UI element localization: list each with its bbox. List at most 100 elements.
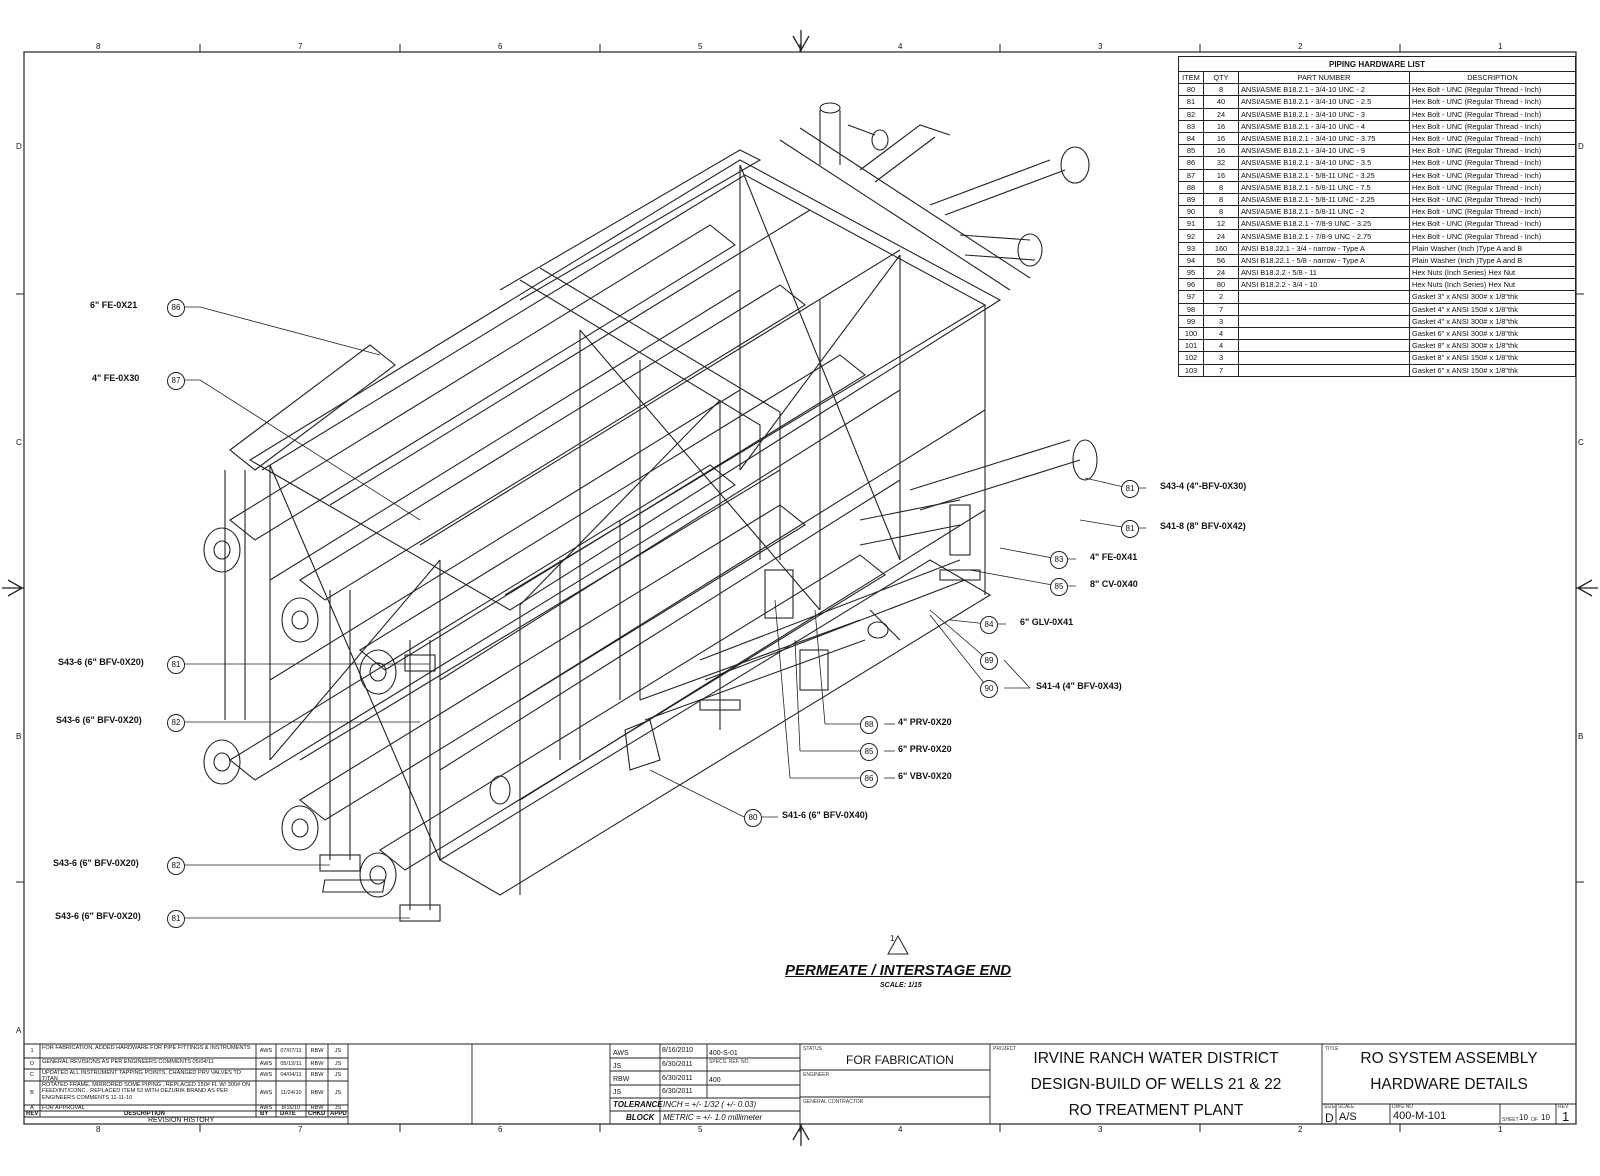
- rev-value: 1: [1562, 1109, 1570, 1124]
- zone-col-3: 3: [1098, 42, 1103, 51]
- qty-cell: 3: [1203, 351, 1239, 365]
- callout-label: S43-6 (6" BFV-0X20): [55, 911, 141, 921]
- part-number-cell: ANSI/ASME B18.2.1 - 5/8-11 UNC - 7.5: [1238, 180, 1410, 194]
- zone-col-2-bottom: 2: [1298, 1125, 1303, 1134]
- zone-col-2: 2: [1298, 42, 1303, 51]
- approved2-by: JS: [613, 1089, 622, 1096]
- tolerance-label: TOLERANCE: [613, 1100, 663, 1109]
- rev-header-date: DATE: [280, 1111, 296, 1117]
- part-number-cell: ANSI/ASME B18.2.1 - 5/8-11 UNC - 2: [1238, 205, 1410, 219]
- rev-appd: JS: [334, 1072, 342, 1078]
- rev-letter: C: [29, 1072, 35, 1078]
- tolerance-metric: METRIC = +/- 1.0 millimeter: [663, 1113, 763, 1122]
- item-cell: 90: [1178, 205, 1204, 219]
- zone-row-a: A: [16, 1026, 22, 1035]
- part-number-cell: ANSI/ASME B18.2.1 - 5/8-11 UNC - 2.25: [1238, 192, 1410, 207]
- rev-chkd: RBW: [310, 1061, 324, 1067]
- qty-cell: 8: [1203, 205, 1239, 219]
- rev-appd: JS: [334, 1105, 342, 1111]
- project-label: PROJECT: [993, 1046, 1017, 1052]
- rev-by: AWS: [259, 1048, 273, 1054]
- item-cell: 100: [1178, 326, 1204, 341]
- rev-date: 05/12/11: [280, 1061, 302, 1067]
- rev-appd: JS: [334, 1061, 342, 1067]
- revision-triangle-number: 1: [890, 934, 895, 943]
- qty-cell: 80: [1203, 278, 1239, 292]
- block-label: BLOCK: [626, 1113, 655, 1122]
- item-cell: 95: [1178, 265, 1204, 280]
- drawing-no-small: 400-S-01: [709, 1050, 738, 1057]
- zone-row-c: C: [16, 438, 22, 447]
- callout-label: 4" FE-0X30: [92, 373, 140, 383]
- callout-balloon: 81: [1121, 480, 1139, 498]
- description-cell: Hex Bolt - UNC (Regular Thread - Inch): [1409, 217, 1576, 231]
- qty-cell: 16: [1203, 168, 1239, 182]
- qty-cell: 16: [1203, 144, 1239, 158]
- part-number-cell: ANSI/ASME B18.2.1 - 3/4-10 UNC - 4: [1238, 119, 1410, 133]
- zone-row-d: D: [16, 142, 22, 151]
- callout-label: 6" GLV-0X41: [1020, 617, 1074, 627]
- description-cell: Hex Bolt - UNC (Regular Thread - Inch): [1409, 144, 1576, 158]
- qty-cell: 2: [1203, 290, 1239, 304]
- of-label: OF: [1531, 1117, 1538, 1123]
- item-cell: 80: [1178, 83, 1204, 97]
- description-cell: Gasket 4" x ANSI 300# x 1/8"thk: [1409, 314, 1576, 328]
- callout-label: S43-6 (6" BFV-0X20): [56, 715, 142, 725]
- item-cell: 96: [1178, 278, 1204, 292]
- title-label: TITLE: [1325, 1046, 1339, 1052]
- description-cell: Gasket 8" x ANSI 150# x 1/8"thk: [1409, 351, 1576, 365]
- drawn-date: 8/16/2010: [662, 1047, 694, 1054]
- qty-cell: 40: [1203, 95, 1239, 109]
- zone-col-7: 7: [298, 42, 303, 51]
- item-cell: 101: [1178, 339, 1204, 353]
- rev-letter: A: [30, 1105, 34, 1111]
- description-cell: Gasket 3" x ANSI 300# x 1/8"thk: [1409, 290, 1576, 304]
- rev-description: FOR APPROVAL: [42, 1105, 85, 1111]
- part-number-cell: ANSI B18.2.2 - 3/4 - 10: [1238, 278, 1410, 292]
- dwg-no-value: 400-M-101: [1393, 1110, 1447, 1122]
- callout-label: 8" CV-0X40: [1090, 579, 1138, 589]
- qty-cell: 8: [1203, 180, 1239, 194]
- zone-col-1-bottom: 1: [1498, 1125, 1503, 1134]
- approved-by: RBW: [613, 1076, 630, 1083]
- project-line-2: DESIGN-BUILD OF WELLS 21 & 22: [1030, 1076, 1282, 1093]
- qty-cell: 4: [1203, 339, 1239, 353]
- item-cell: 82: [1178, 107, 1204, 121]
- scale-value: A/S: [1339, 1111, 1357, 1123]
- item-cell: 99: [1178, 314, 1204, 328]
- part-number-cell: ANSI/ASME B18.2.1 - 3/4-10 UNC - 3.5: [1238, 156, 1410, 170]
- qty-cell: 24: [1203, 229, 1239, 243]
- callout-balloon: 89: [980, 652, 998, 670]
- part-number-cell: [1238, 351, 1410, 365]
- description-cell: Hex Bolt - UNC (Regular Thread - Inch): [1409, 107, 1576, 121]
- zone-col-5-bottom: 5: [698, 1125, 703, 1134]
- item-cell: 102: [1178, 351, 1204, 365]
- callout-balloon: 83: [1050, 551, 1068, 569]
- callout-balloon: 81: [1121, 520, 1139, 538]
- item-cell: 87: [1178, 168, 1204, 182]
- qty-cell: 7: [1203, 302, 1239, 316]
- scale-label: SCALE: [1338, 1104, 1355, 1110]
- callout-label: S43-4 (4"-BFV-0X30): [1160, 481, 1247, 491]
- qty-cell: 3: [1203, 314, 1239, 328]
- description-cell: Plain Washer (Inch )Type A and B: [1409, 253, 1576, 268]
- sheet-value: 10: [1519, 1113, 1528, 1122]
- piping-hardware-list: PIPING HARDWARE LIST ITEM QTY PART NUMBE…: [1178, 56, 1576, 377]
- callout-balloon: 86: [860, 770, 878, 788]
- callout-balloon: 85: [860, 743, 878, 761]
- part-number-cell: [1238, 302, 1410, 316]
- callout-label: 6" PRV-0X20: [898, 744, 952, 754]
- size-label: SIZE: [1324, 1104, 1336, 1110]
- approved2-date: 6/30/2011: [662, 1088, 693, 1095]
- item-cell: 81: [1178, 95, 1204, 109]
- part-number-cell: ANSI B18.2.2 - 5/8 - 11: [1238, 265, 1410, 280]
- sheet-label: SHEET: [1502, 1117, 1519, 1123]
- callout-balloon: 85: [1050, 578, 1068, 596]
- dwg-no-label: DWG NO: [1392, 1104, 1414, 1110]
- qty-cell: 32: [1203, 156, 1239, 170]
